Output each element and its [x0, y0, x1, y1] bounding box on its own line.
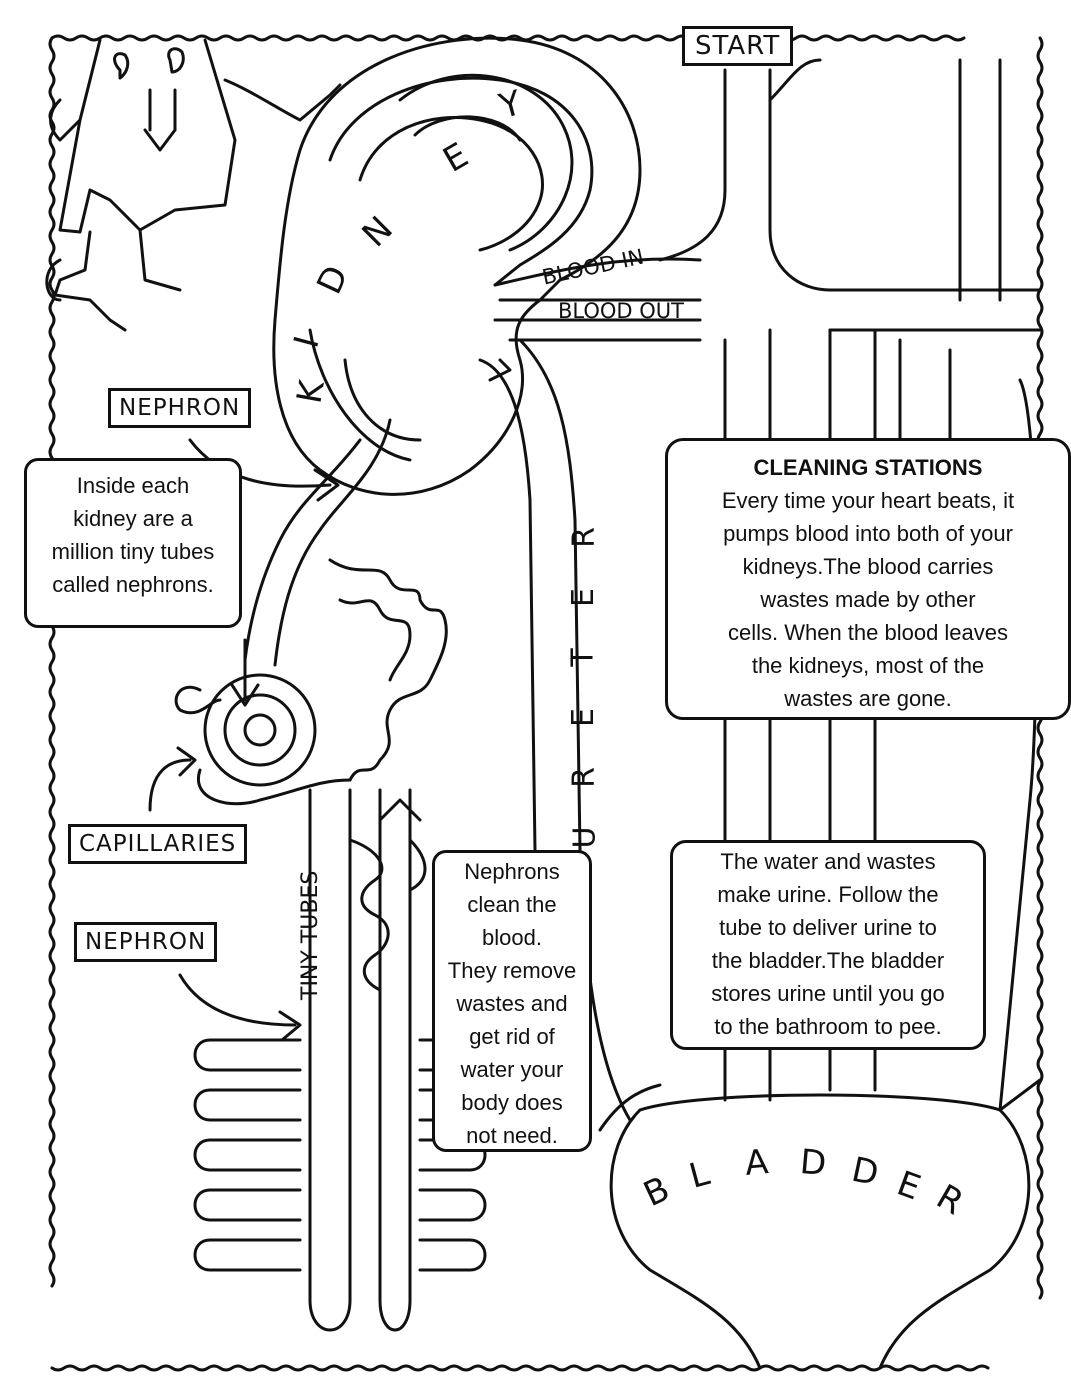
- cleaning-stations-box: CLEANING STATIONS Every time your heart …: [665, 438, 1071, 720]
- start-label: START: [682, 26, 793, 66]
- cleaning-line: wastes are gone.: [668, 682, 1068, 715]
- ureter-letter: E: [566, 708, 601, 727]
- ureter-letter: R: [567, 767, 602, 788]
- urine-line: the bladder.The bladder: [673, 944, 983, 977]
- nephron-label-bottom: NEPHRON: [74, 922, 217, 962]
- urine-line: stores urine until you go: [673, 977, 983, 1010]
- cleaning-stations-title: CLEANING STATIONS: [668, 451, 1068, 484]
- urine-line: tube to deliver urine to: [673, 911, 983, 944]
- ureter-letter: U: [567, 827, 602, 849]
- nephron-info-line: kidney are a: [27, 502, 239, 535]
- nephron-label-top: NEPHRON: [108, 388, 251, 428]
- cleaning-line: Every time your heart beats, it: [668, 484, 1068, 517]
- cleaning-line: cells. When the blood leaves: [668, 616, 1068, 649]
- clean-line: body does: [435, 1086, 589, 1119]
- nephrons-clean-box: Nephrons clean the blood. They remove wa…: [432, 850, 592, 1152]
- nephron-info-line: Inside each: [27, 469, 239, 502]
- clean-line: water your: [435, 1053, 589, 1086]
- urine-line: to the bathroom to pee.: [673, 1010, 983, 1043]
- arrow-capillaries: [150, 748, 195, 810]
- nephron-info-line: called nephrons.: [27, 568, 239, 601]
- ureter-letter: R: [567, 527, 602, 548]
- clean-line: They remove: [435, 954, 589, 987]
- boy-figure: [47, 40, 340, 330]
- clean-line: clean the: [435, 888, 589, 921]
- clean-line: blood.: [435, 921, 589, 954]
- ureter-letter: T: [566, 648, 601, 666]
- clean-line: wastes and: [435, 987, 589, 1020]
- arrow-nephron-bottom: [180, 975, 300, 1040]
- nephron-info-line: million tiny tubes: [27, 535, 239, 568]
- capillaries-label: CAPILLARIES: [68, 824, 247, 864]
- clean-line: get rid of: [435, 1020, 589, 1053]
- urine-line: make urine. Follow the: [673, 878, 983, 911]
- blood-out-label: BLOOD OUT: [558, 299, 684, 323]
- bladder-letter: D: [798, 1142, 828, 1184]
- clean-line: Nephrons: [435, 855, 589, 888]
- urine-line: The water and wastes: [673, 845, 983, 878]
- ureter-letter: E: [566, 588, 601, 607]
- urine-box: The water and wastes make urine. Follow …: [670, 840, 986, 1050]
- cleaning-line: the kidneys, most of the: [668, 649, 1068, 682]
- nephron-info-box: Inside each kidney are a million tiny tu…: [24, 458, 242, 628]
- cleaning-line: pumps blood into both of your: [668, 517, 1068, 550]
- clean-line: not need.: [435, 1119, 589, 1152]
- cleaning-line: kidneys.The blood carries: [668, 550, 1068, 583]
- cleaning-line: wastes made by other: [668, 583, 1068, 616]
- tiny-tubes-label: TINY TUBES: [298, 871, 323, 1000]
- bladder-letter: A: [743, 1142, 770, 1184]
